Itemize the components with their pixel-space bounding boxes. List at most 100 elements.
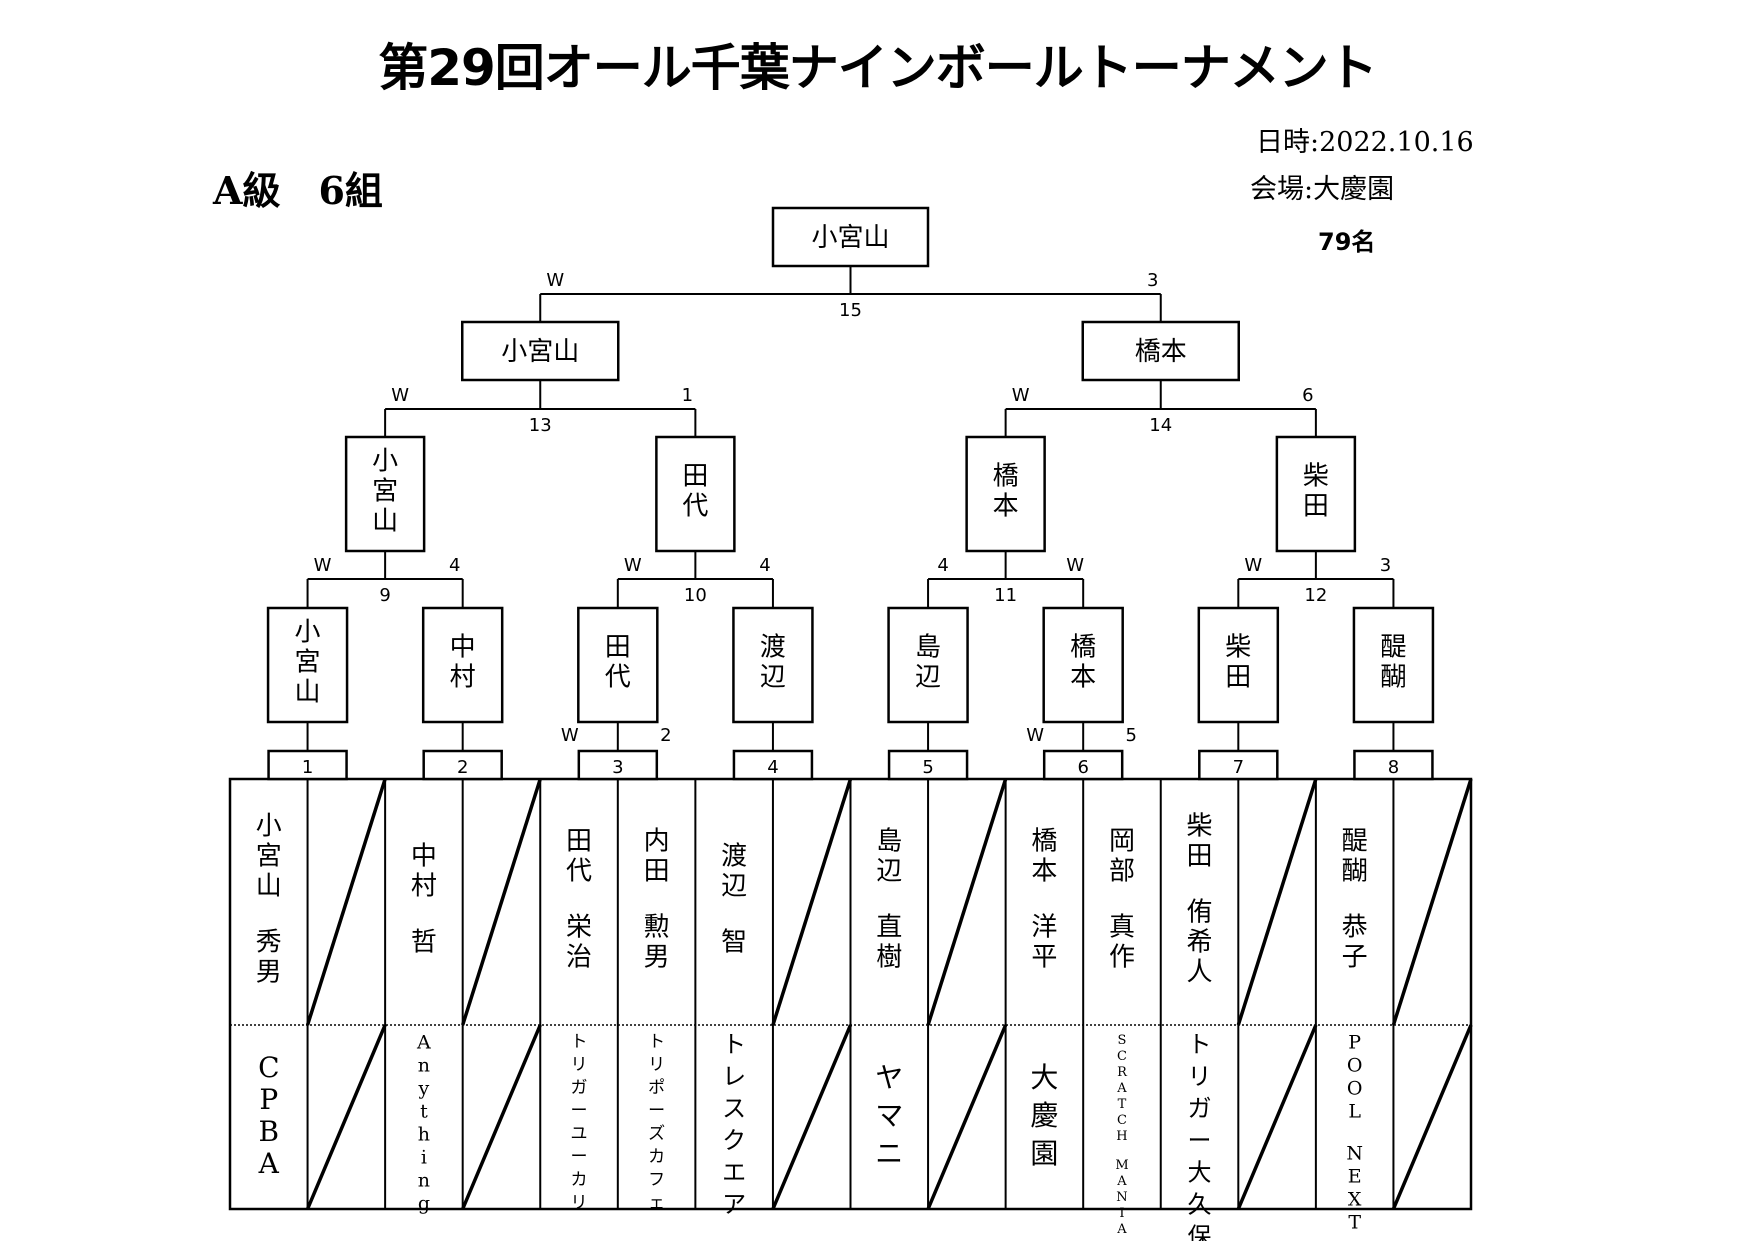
glyph: ト <box>648 1032 665 1052</box>
glyph: T <box>1348 1212 1361 1234</box>
quarterfinal-winner-name: 柴田 <box>1303 461 1329 521</box>
glyph: 作 <box>1109 942 1135 972</box>
score-left: W <box>1244 555 1262 576</box>
glyph: 橋 <box>993 461 1019 491</box>
round1-winner-name: 中村 <box>450 632 476 692</box>
glyph: 島 <box>876 826 902 856</box>
glyph: フ <box>648 1170 665 1190</box>
round1-winner-name: 小宮山 <box>295 617 321 707</box>
glyph: 中 <box>411 841 437 871</box>
glyph: P <box>1348 1032 1361 1054</box>
glyph: L <box>1348 1101 1361 1123</box>
glyph: 智 <box>721 927 747 957</box>
glyph: 田 <box>566 826 592 856</box>
glyph: ト <box>722 1031 746 1059</box>
glyph: ク <box>722 1127 746 1155</box>
score-left: W <box>314 555 332 576</box>
glyph: 田 <box>605 632 631 662</box>
glyph: ス <box>722 1095 746 1123</box>
glyph: B <box>258 1115 279 1148</box>
glyph: C <box>1117 1049 1127 1064</box>
glyph: 園 <box>1030 1137 1058 1170</box>
participant-count: 79名 <box>1318 228 1376 256</box>
round1-winner-name: 田代 <box>605 632 631 692</box>
glyph: 田 <box>1187 841 1213 871</box>
semifinal-winner-box <box>461 320 620 382</box>
round1-winner-box <box>1197 606 1280 724</box>
glyph: 宮 <box>372 476 398 506</box>
glyph: 慶 <box>1030 1099 1058 1132</box>
glyph: 直 <box>876 912 902 942</box>
glyph: 勲 <box>644 912 670 942</box>
match-number: 10 <box>684 585 707 606</box>
glyph: 醐 <box>1380 662 1406 692</box>
glyph: カ <box>648 1147 665 1167</box>
round1-winner-name: 柴田 <box>1225 632 1251 692</box>
event-venue: 会場:大慶園 <box>1250 174 1395 205</box>
bye-slash <box>305 778 387 1026</box>
match-number: 13 <box>529 415 552 436</box>
glyph: 栄 <box>566 912 592 942</box>
glyph: A <box>1116 1174 1127 1189</box>
player-name: 渡辺智 <box>721 841 747 957</box>
glyph: T <box>1118 1097 1127 1112</box>
glyph: 山 <box>256 871 282 901</box>
glyph: 辺 <box>876 856 902 886</box>
bye-slash <box>926 778 1008 1026</box>
glyph: 男 <box>644 942 670 972</box>
glyph: N <box>1116 1190 1127 1205</box>
tournament-title: 第29回オール千葉ナインボールトーナメント <box>378 39 1378 97</box>
glyph: n <box>418 1055 430 1077</box>
bye-slash <box>926 1024 1008 1210</box>
glyph: ヤ <box>875 1061 903 1094</box>
glyph: 渡 <box>721 841 747 871</box>
glyph: ー <box>571 1147 588 1167</box>
glyph: g <box>418 1193 430 1215</box>
player-name: 中村哲 <box>411 841 437 957</box>
glyph: 渡 <box>760 632 786 662</box>
glyph: 柴 <box>1225 632 1251 662</box>
glyph: 醍 <box>1380 632 1406 662</box>
glyph: 柴 <box>1187 811 1213 841</box>
glyph: I <box>1119 1206 1124 1221</box>
glyph: 代 <box>566 856 592 886</box>
glyph: ガ <box>571 1078 588 1098</box>
glyph: R <box>1117 1065 1128 1080</box>
glyph: H <box>1116 1129 1127 1144</box>
bye-slash <box>1391 778 1473 1026</box>
score-left: W <box>624 555 642 576</box>
match-number: 8 <box>1388 757 1399 778</box>
glyph: 秀 <box>256 927 282 957</box>
score-right: 5 <box>1125 725 1136 746</box>
glyph: 真 <box>1109 912 1135 942</box>
glyph: ト <box>571 1032 588 1052</box>
player-affiliation: ヤマニ <box>875 1061 903 1170</box>
bye-slash <box>1236 778 1318 1026</box>
glyph: X <box>1348 1189 1362 1211</box>
glyph: レ <box>722 1063 746 1091</box>
glyph: リ <box>1188 1063 1212 1091</box>
glyph: 山 <box>372 506 398 536</box>
match-number: 12 <box>1304 585 1327 606</box>
semifinal-winner-name: 小宮山 <box>501 337 579 367</box>
glyph: ー <box>1188 1127 1212 1155</box>
glyph: 宮 <box>295 647 321 677</box>
glyph: 子 <box>1342 942 1368 972</box>
match-number: 9 <box>379 585 390 606</box>
glyph: 哲 <box>411 927 437 957</box>
glyph: A <box>1116 1081 1127 1096</box>
match-number: 11 <box>994 585 1017 606</box>
round1-winner-name: 醍醐 <box>1380 632 1406 692</box>
round1-winner-name: 橋本 <box>1070 632 1096 692</box>
glyph: A <box>416 1032 431 1054</box>
glyph: 内 <box>644 826 670 856</box>
score-right: W <box>1066 555 1084 576</box>
glyph: ガ <box>1188 1095 1212 1123</box>
